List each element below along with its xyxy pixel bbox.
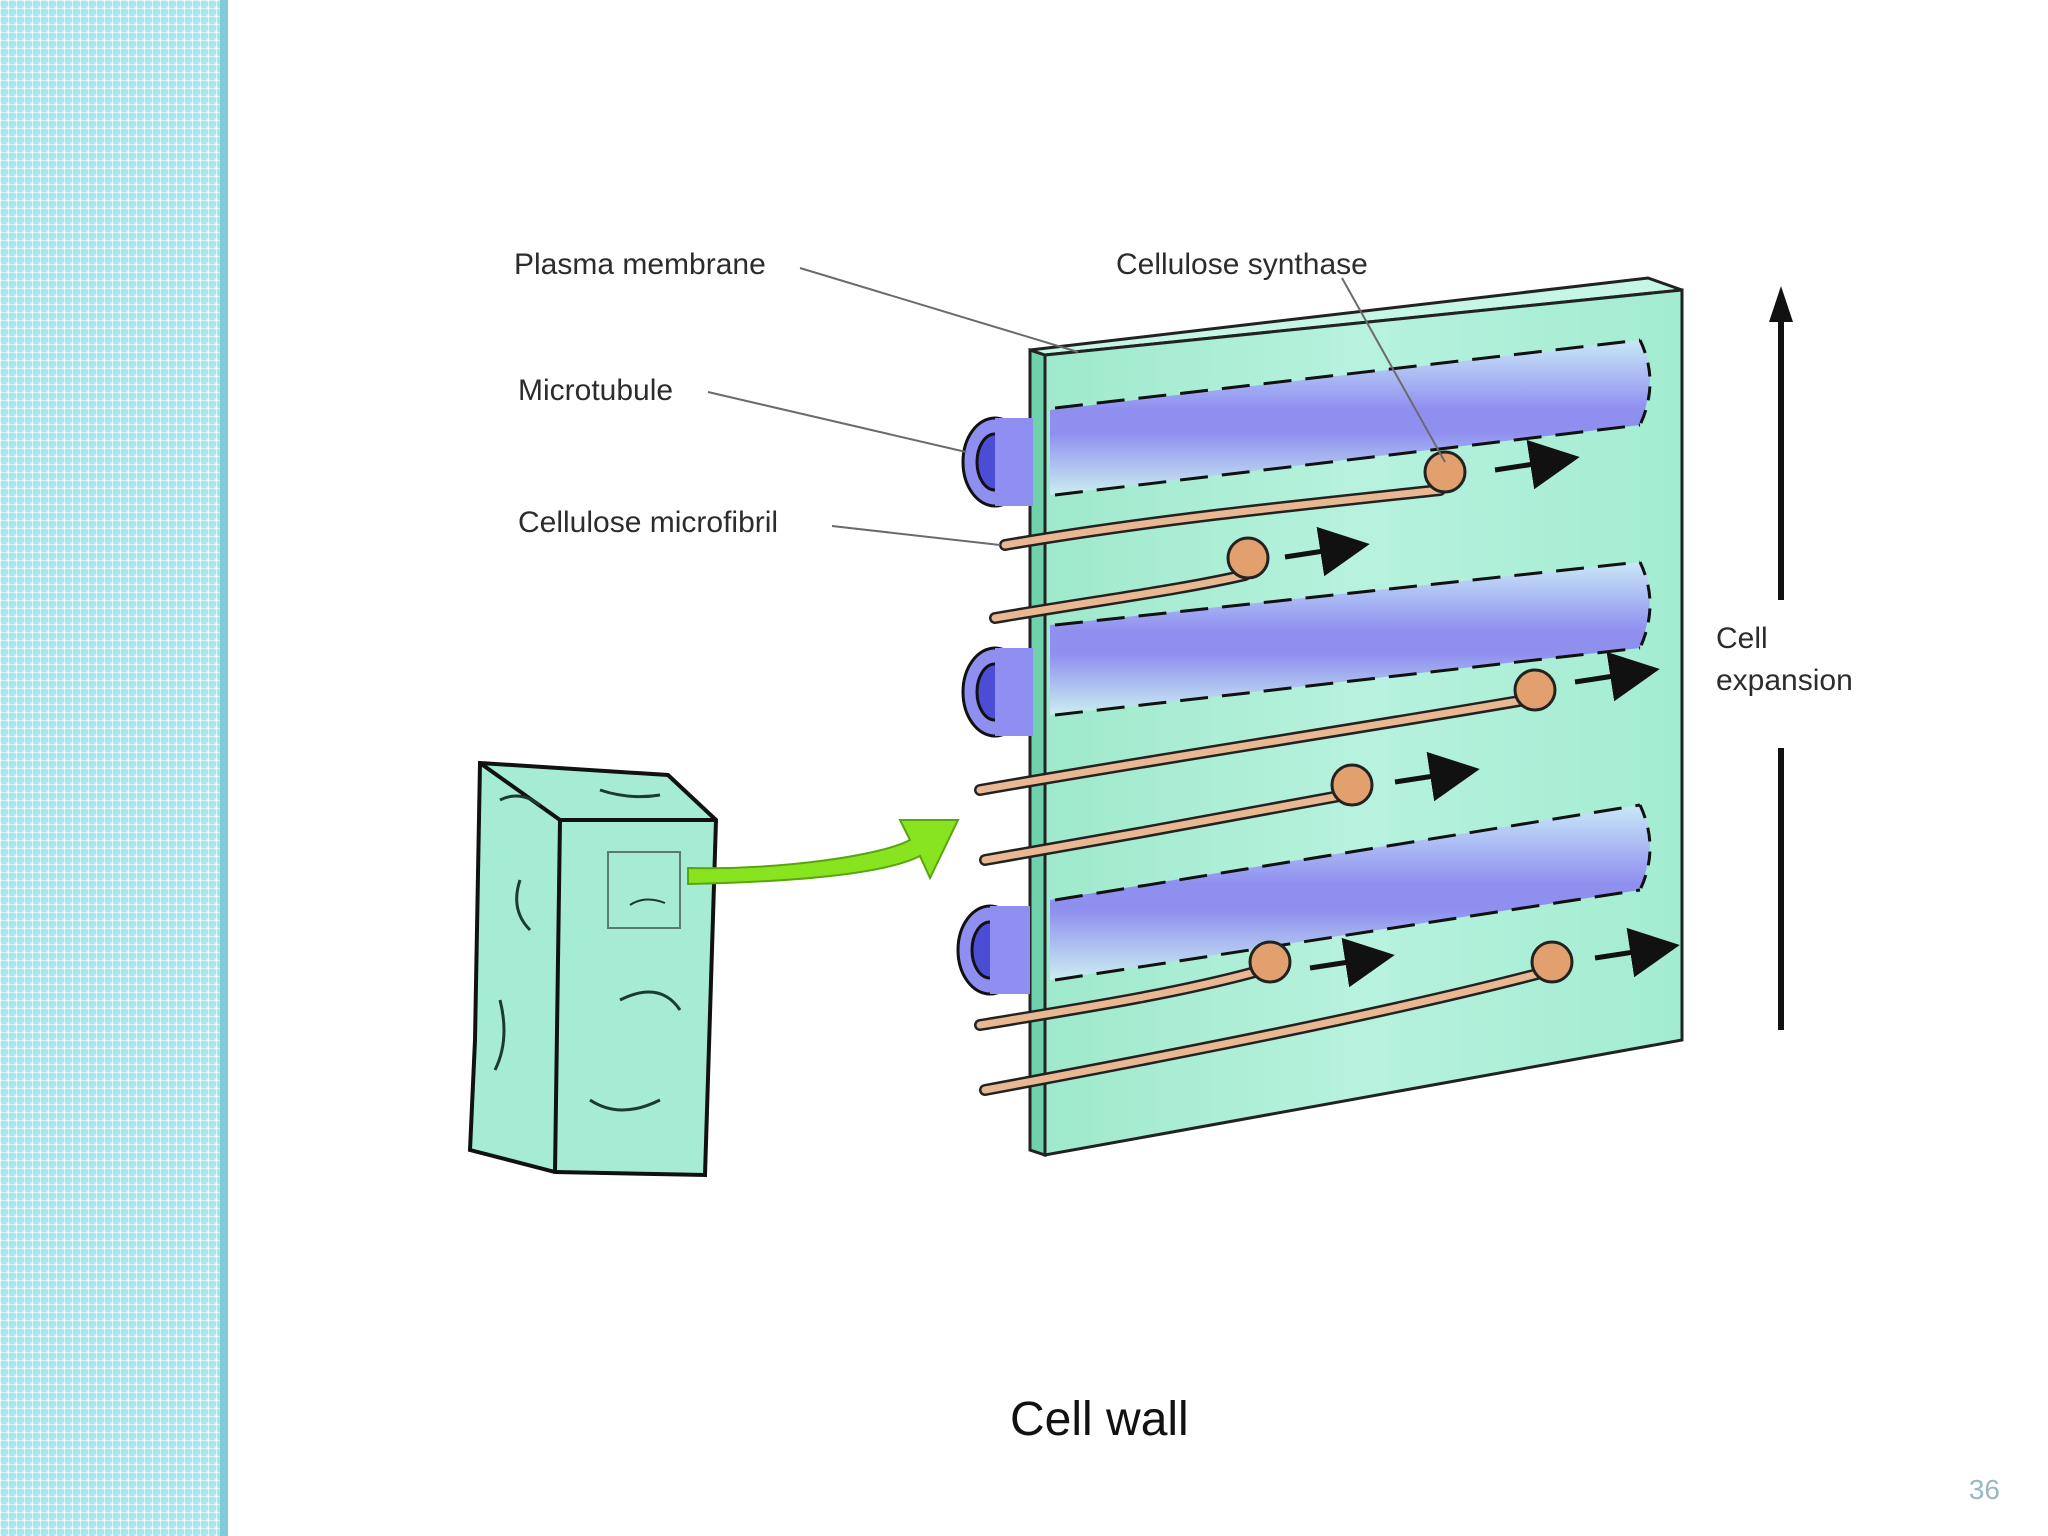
label-cellulose-microfibril: Cellulose microfibril (518, 506, 778, 539)
microtubule-group (1050, 338, 1652, 982)
microtubule-ends (956, 416, 1033, 996)
zoom-arrow (687, 819, 960, 886)
label-microtubule: Microtubule (518, 374, 673, 407)
cell-block (467, 760, 719, 1178)
label-cellulose-synthase: Cellulose synthase (1116, 248, 1368, 281)
slide-caption: Cell wall (1010, 1393, 1189, 1446)
cellulose-microfibrils (974, 484, 1551, 1096)
cellulose-synthase-complexes (1226, 450, 1574, 984)
slide-number: 36 (1968, 1474, 2000, 1505)
label-plasma-membrane: Plasma membrane (514, 248, 766, 281)
sidebar-edge (220, 0, 228, 1536)
sidebar-pattern (0, 0, 226, 1536)
synthase-direction-arrows (1284, 439, 1680, 988)
cell-expansion-arrow (1769, 286, 1793, 1030)
label-cell-expansion-line2: expansion (1716, 664, 1853, 697)
leader-lines (707, 267, 1446, 546)
label-cell-expansion-line1: Cell (1716, 622, 1768, 655)
